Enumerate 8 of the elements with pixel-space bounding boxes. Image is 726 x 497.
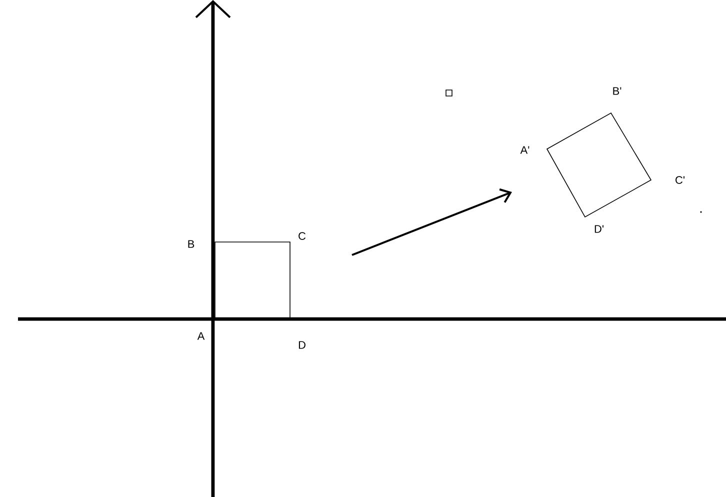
vertex-label: A: [197, 332, 205, 340]
vertex-label: A': [520, 146, 530, 154]
vertex-label: C': [676, 176, 684, 184]
vertex-label: B: [188, 240, 194, 248]
vertex-label: C: [298, 232, 306, 240]
vertex-label: D': [594, 225, 604, 233]
vertex-label: D: [298, 341, 306, 349]
vertex-label: B': [613, 87, 622, 95]
